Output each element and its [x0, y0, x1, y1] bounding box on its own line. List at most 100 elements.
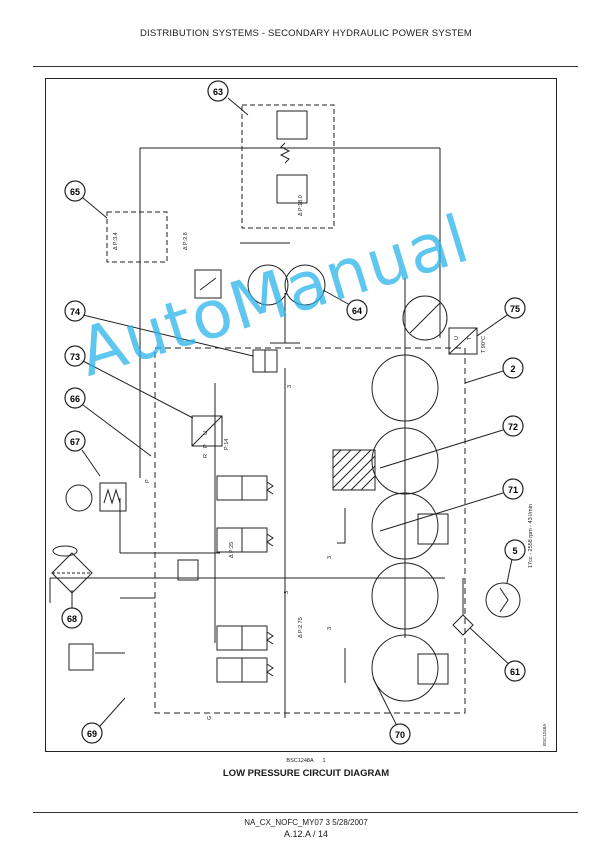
callout-74: 74 [64, 300, 86, 322]
callout-65: 65 [64, 180, 86, 202]
actuator-71 [417, 513, 449, 545]
filter-61 [452, 614, 474, 636]
valve-63-upper [276, 110, 308, 140]
figure-reference: BSC1248A 1 [0, 758, 612, 764]
label-p275: Δ P:2.75 [298, 617, 304, 638]
leader-63 [227, 97, 249, 116]
pressure-gauge-box [194, 269, 222, 299]
filter-unit-65 [106, 211, 168, 263]
callout-71-label: 71 [508, 485, 518, 495]
spring-stack-71 [337, 508, 346, 544]
callout-circles: 63 65 74 73 66 67 68 69 70 71 72 2 75 5 … [61, 80, 526, 745]
callout-72-label: 72 [508, 422, 518, 432]
figure-title: LOW PRESSURE CIRCUIT DIAGRAM [222, 768, 390, 779]
label-t90: T 90°C [481, 336, 487, 353]
label-p-left: P [145, 479, 151, 483]
leader-74 [82, 314, 254, 357]
callout-71: 71 [502, 478, 524, 500]
label-t: T [467, 336, 473, 340]
cylinder-5 [371, 634, 439, 702]
callout-64-label: 64 [352, 306, 362, 316]
figure-ref-code: BSC1248A [286, 758, 314, 764]
diagram-frame [45, 78, 557, 752]
thermostat-75 [448, 327, 478, 355]
reservoir-69 [68, 643, 94, 671]
callout-63-label: 63 [213, 87, 223, 97]
callout-73-label: 73 [70, 352, 80, 362]
label-3a: 3 [287, 385, 293, 388]
fan-symbol [52, 545, 78, 557]
leader-66 [82, 404, 152, 457]
callout-75: 75 [504, 297, 526, 319]
leader-67 [81, 449, 101, 477]
label-u-upper: U [454, 336, 460, 340]
figure-ref-num: 1 [322, 758, 326, 764]
spring-63 [279, 142, 291, 164]
leader-65 [82, 197, 108, 219]
label-3d: 3 [284, 591, 290, 594]
label-rpm: 17cc - 2558 rpm - 43 l/min [528, 504, 534, 568]
callout-5: 5 [504, 539, 526, 561]
tank-enclosure [154, 347, 466, 714]
callout-68-label: 68 [67, 614, 77, 624]
relief-valve [177, 559, 199, 581]
pump-5 [485, 582, 521, 618]
label-p25: Δ P:25 [229, 542, 235, 558]
heat-exchanger-67 [99, 482, 127, 512]
module-73 [191, 415, 223, 447]
leader-69 [99, 697, 126, 727]
footer-page-number: A.12.A / 14 [283, 829, 329, 839]
hydraulic-circuit-diagram: 63 65 74 73 66 67 68 69 70 71 72 2 75 5 … [49, 80, 547, 746]
rotary-arrow [409, 302, 441, 334]
header-rule [33, 66, 578, 67]
leader-61 [469, 627, 514, 669]
label-p14: P:14 [224, 439, 230, 450]
callout-73: 73 [64, 345, 86, 367]
pump-right-64 [284, 264, 326, 306]
rotary-component [402, 295, 448, 341]
callout-61-label: 61 [510, 667, 520, 677]
label-3c: 3 [327, 627, 333, 630]
callout-63: 63 [207, 80, 229, 102]
callout-67: 67 [64, 430, 86, 452]
label-p28: Δ P:2.8 [183, 232, 189, 250]
valve-63-lower [276, 174, 308, 204]
callout-70: 70 [389, 723, 411, 745]
callout-2-label: 2 [510, 364, 515, 374]
callout-72: 72 [502, 415, 524, 437]
gauge-67 [65, 484, 93, 512]
page-header: DISTRIBUTION SYSTEMS - SECONDARY HYDRAUL… [139, 28, 473, 39]
label-drawing-code: BSC1248A [542, 724, 547, 746]
leader-73 [82, 360, 194, 419]
callout-61: 61 [504, 660, 526, 682]
leader-2 [464, 370, 504, 384]
label-g: G [207, 716, 213, 720]
label-3b: 3 [327, 556, 333, 559]
actuator-70 [417, 653, 449, 685]
callout-75-label: 75 [510, 304, 520, 314]
leader-71 [379, 492, 504, 532]
footer-doc-id: NA_CX_NOFC_MY07 3 5/28/2007 [244, 818, 368, 827]
callout-67-label: 67 [70, 437, 80, 447]
leader-70 [372, 677, 398, 727]
callout-66: 66 [64, 387, 86, 409]
valve-block-63 [241, 104, 335, 229]
leader-64 [322, 289, 351, 306]
cylinder-3 [371, 492, 439, 560]
leader-72 [379, 429, 504, 469]
footer-rule [33, 812, 578, 813]
label-p180: Δ P:18.0 [298, 195, 304, 216]
callout-69: 69 [81, 722, 103, 744]
cylinder-1 [371, 354, 439, 422]
callout-65-label: 65 [70, 187, 80, 197]
label-p: P [203, 444, 209, 448]
hatched-block-72 [332, 449, 376, 491]
callout-68: 68 [61, 607, 83, 629]
callout-74-label: 74 [70, 307, 80, 317]
label-r: R [203, 454, 209, 458]
label-p34: Δ P:3.4 [113, 232, 119, 250]
leader-75 [476, 310, 514, 337]
callout-70-label: 70 [395, 730, 405, 740]
callout-64: 64 [346, 299, 368, 321]
cylinder-2 [371, 427, 439, 495]
